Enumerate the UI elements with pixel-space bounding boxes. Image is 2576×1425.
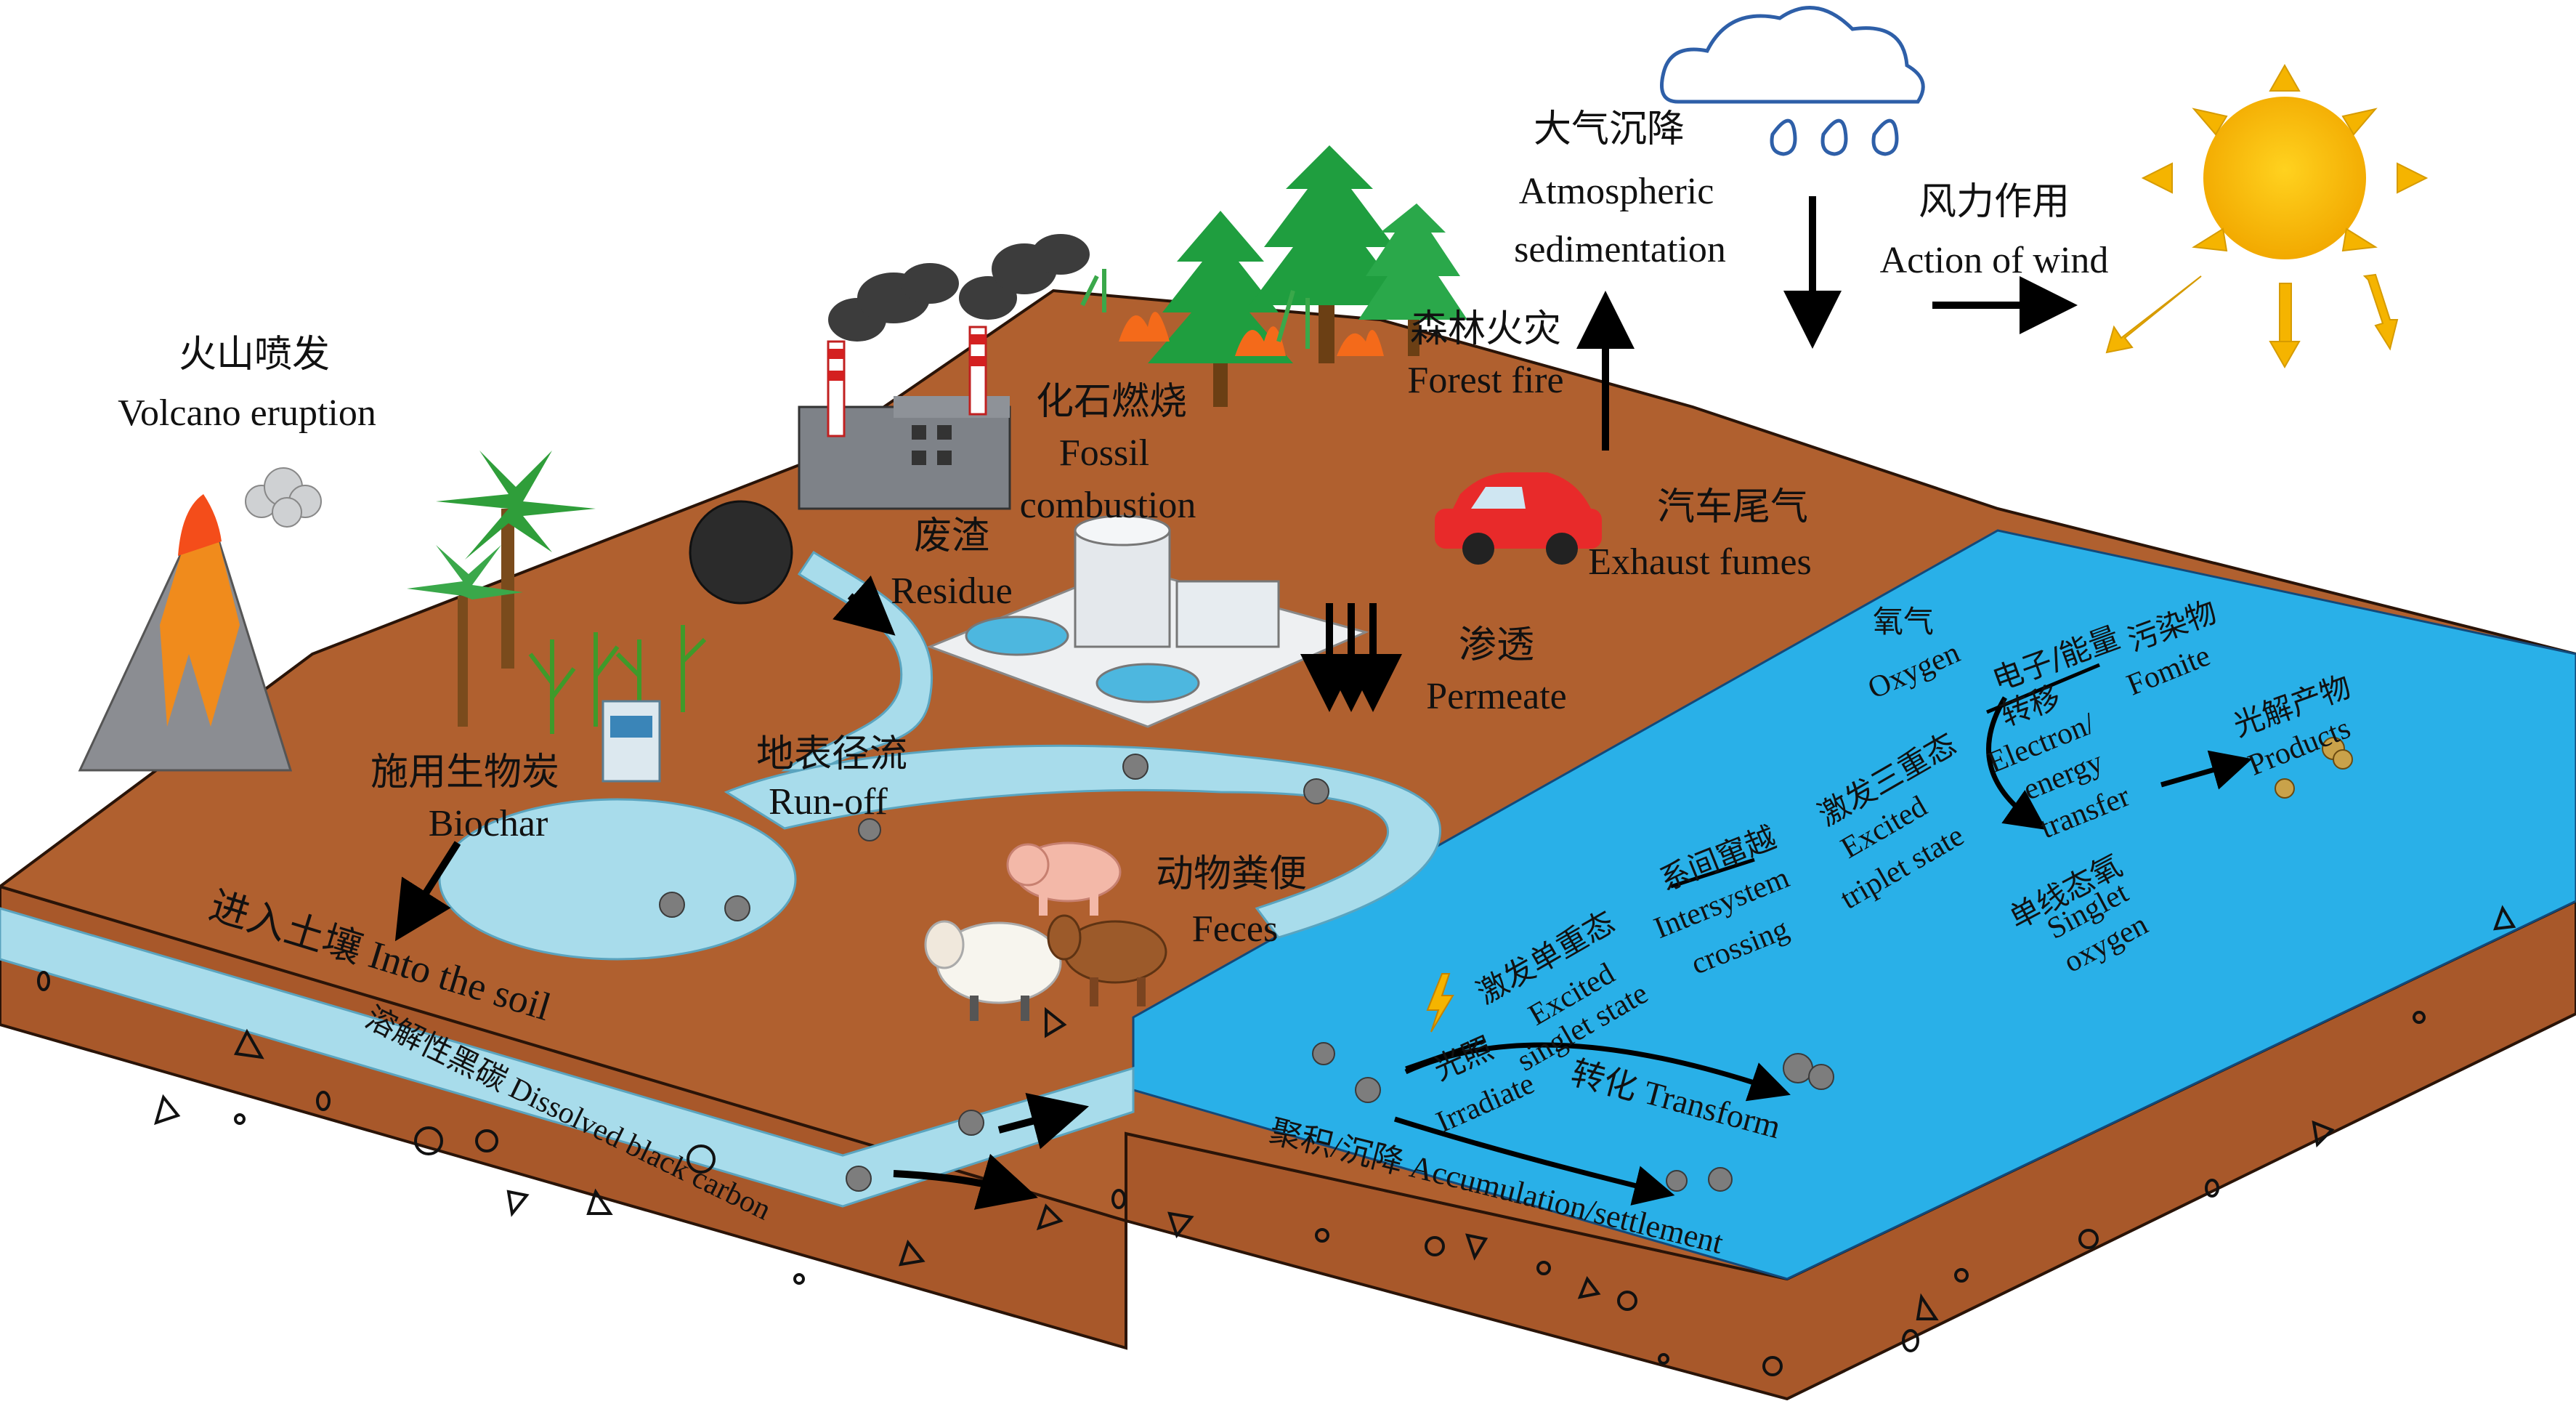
residue-arrow [833,575,896,636]
palm-trunk [501,509,514,669]
forest-label-en: Forest fire [1407,360,1563,401]
factory-smoke [828,234,1090,342]
feces-label-en: Feces [1192,908,1278,950]
atmospheric-label-cn: 大气沉降 [1534,108,1685,151]
underline-bars [1405,663,2100,1070]
dbc-arrow-2 [893,1153,1038,1210]
chimney-left [827,340,846,437]
biochar-arrow [394,841,461,942]
pig-icon [1006,841,1122,916]
sheep-icon [924,920,1062,1021]
lightning-icon [1426,973,1454,1033]
exhaust-label-cn: 汽车尾气 [1657,485,1808,529]
rain-cloud-icon [1660,6,1925,156]
photochem-arrows [1393,696,2253,1206]
stream-system [0,550,1441,1208]
fossil-label-en1: Fossil [1059,432,1149,474]
runoff-label-cn: 地表径流 [756,732,907,776]
settling-tank-2 [1095,663,1200,703]
cow-icon [1047,914,1167,1006]
products-arrow [2160,750,2253,790]
factory-roof [894,396,1010,418]
volcano-label-cn: 火山喷发 [179,333,330,376]
volcano-label-en: Volcano eruption [118,392,376,434]
wind-label-cn: 风力作用 [1919,180,2070,224]
chimney-right [968,326,987,416]
volcano-smoke [245,467,322,528]
fossil-label-cn: 化石燃烧 [1036,380,1187,424]
permeate-label-en: Permeate [1426,676,1566,717]
atmospheric-label-en1: Atmospheric [1519,171,1714,212]
accumulation-arrow [1393,1116,1675,1206]
residue-label-cn: 废渣 [914,514,989,558]
biochar-bag-icon [602,700,661,783]
pine-tree [1148,211,1293,407]
river-loop [724,744,1441,939]
lower-channel [0,907,1135,1208]
atmospheric-label-en2: sedimentation [1514,229,1726,270]
oxygen-label-cn: 氧气 [1873,604,1934,639]
residue-pile [689,500,793,605]
runoff-label-en: Run-off [769,781,888,823]
crop-plants [528,625,707,734]
tall-grass [1080,269,1310,349]
soil-particles [37,905,2516,1376]
settling-tank-1 [965,615,1069,656]
forest-label-cn: 森林火灾 [1410,307,1561,351]
biochar-label-en: Biochar [429,803,548,844]
palm-fronds-2 [407,545,523,600]
dbc-arrow-1 [997,1093,1090,1150]
residue-label-en: Residue [891,570,1013,612]
fire-flames [1119,312,1384,356]
lava-flow [160,538,240,727]
palm-trunk-2 [458,596,468,727]
permeate-label-cn: 渗透 [1459,623,1534,667]
pine-tree [1358,203,1467,356]
volcano [78,467,322,772]
factory [798,234,1090,510]
black-carbon-particles [659,754,1834,1192]
feces-label-cn: 动物粪便 [1156,852,1307,896]
forest [1080,145,1467,407]
sun-icon [2105,63,2429,369]
control-building [1175,580,1280,648]
process-arrows [394,196,2078,1210]
photolysis-products [2275,737,2353,799]
fossil-label-en2: combustion [1020,485,1196,526]
pine-tree [1249,145,1409,363]
volcano-eruption-flame [178,494,222,556]
treatment-plant [926,514,1369,728]
transform-arrow [1404,1042,1791,1102]
exhaust-label-en: Exhaust fumes [1588,541,1812,583]
palm-fronds [436,451,596,560]
biochar-label-cn: 施用生物炭 [370,751,559,794]
wind-label-en: Action of wind [1880,240,2109,281]
et-to-singlet-arrow [1986,696,2047,831]
red-car-icon [1435,472,1602,565]
palm-trees [407,451,596,727]
storage-tank [1074,529,1171,648]
